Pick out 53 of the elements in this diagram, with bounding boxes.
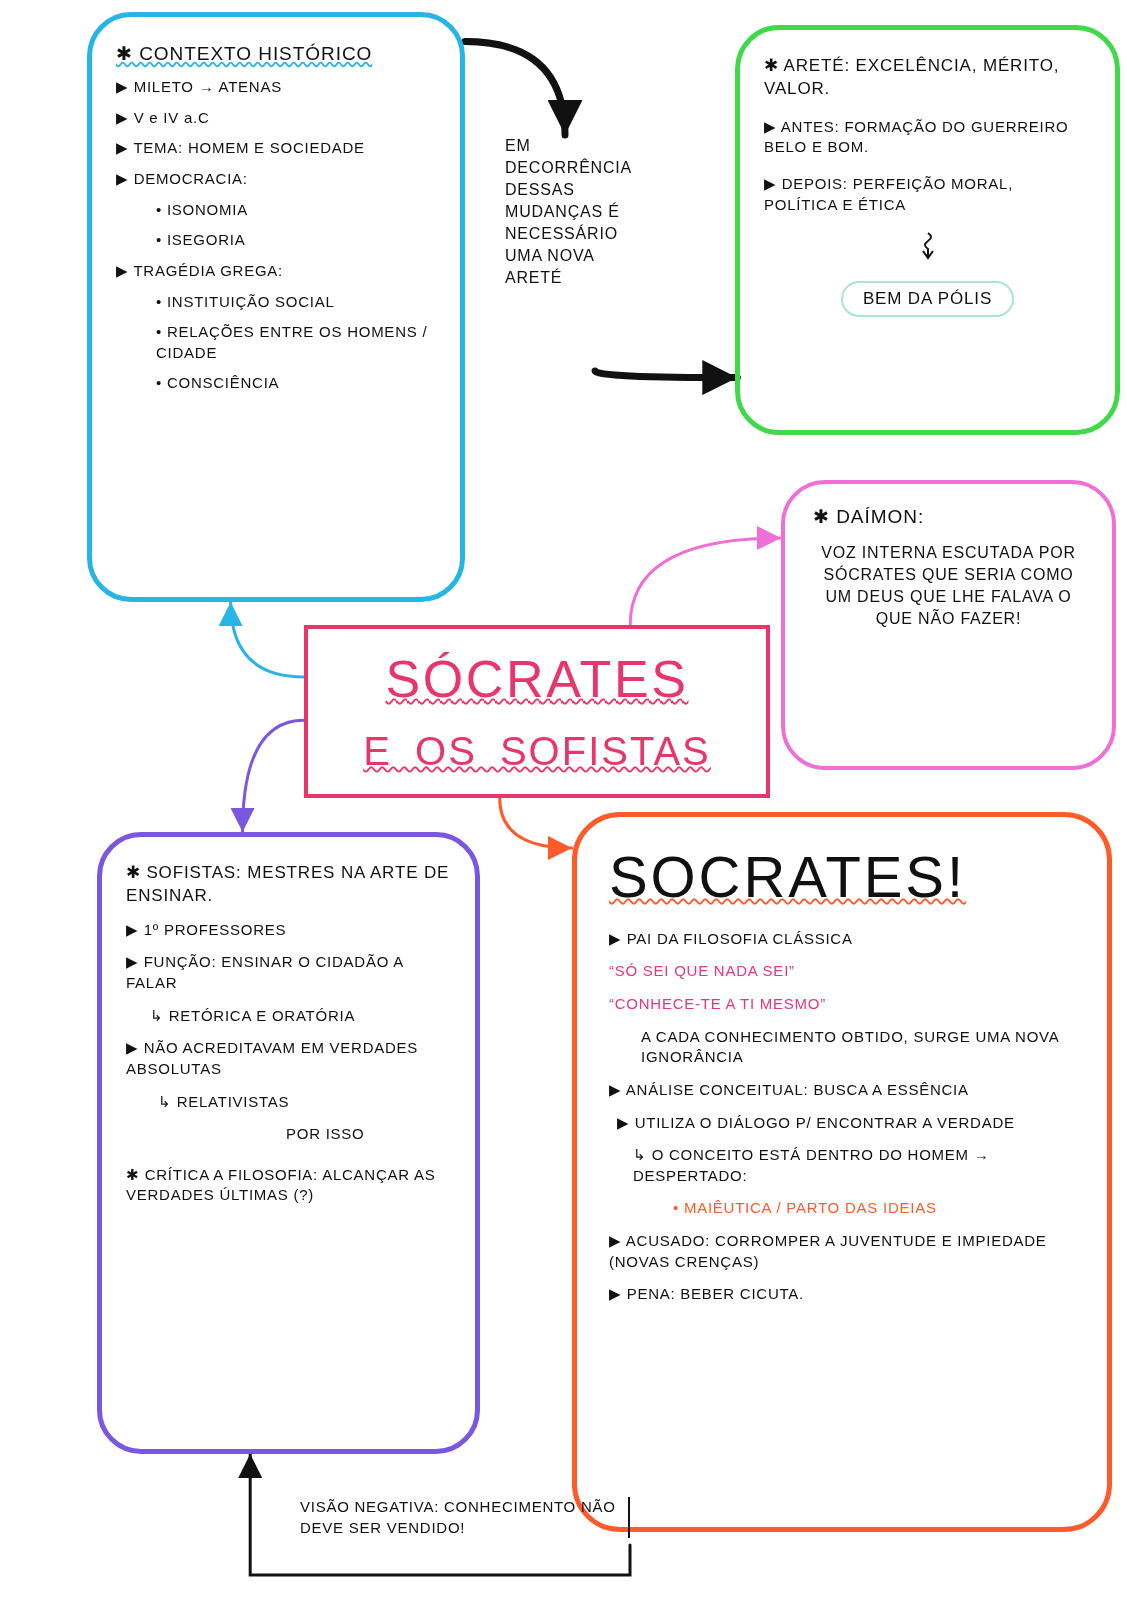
cloud-bubble bbox=[781, 480, 1116, 770]
arrow bbox=[461, 38, 581, 139]
body-text: ▶ TRAGÉDIA GREGA: bbox=[116, 260, 284, 281]
body-text: VOZ INTERNA ESCUTADA POR SÓCRATES QUE SERIA COMO UM DEUS QUE LHE FALAVA O QUE NÃO FAZER! bbox=[820, 543, 1077, 630]
body-text: ▶ NÃO ACREDITAVAM EM VERDADES ABSOLUTAS bbox=[126, 1038, 420, 1079]
body-text: E OS SOFISTAS bbox=[362, 727, 712, 775]
body-text: ▶ ACUSADO: CORROMPER A JUVENTUDE E IMPIEDADE (NOVAS CRENÇAS) bbox=[609, 1231, 1048, 1272]
cloud-bubble bbox=[87, 12, 465, 602]
heading-text: ✱ ARETÉ: EXCELÊNCIA, MÉRITO, VALOR. bbox=[764, 55, 1061, 101]
heading-text: SOCRATES! bbox=[609, 843, 967, 911]
body-text: ▶ 1º PROFESSORES bbox=[126, 919, 288, 940]
body-text: ↳ RETÓRICA E ORATÓRIA bbox=[149, 1005, 357, 1026]
cloud-bubble bbox=[735, 25, 1120, 435]
body-text: ▶ FUNÇÃO: ENSINAR O CIDADÃO A FALAR bbox=[126, 952, 405, 993]
heading-text: ✱ CONTEXTO HISTÓRICO bbox=[116, 42, 374, 66]
arrow bbox=[238, 1452, 632, 1577]
arrow bbox=[498, 796, 574, 860]
body-text: ▶ TEMA: HOMEM E SOCIEDADE bbox=[116, 138, 366, 159]
arrow bbox=[231, 718, 306, 834]
body-text: EM DECORRÊNCIA DESSAS MUDANÇAS É NECESSÁRIO UMA NOVA ARETÉ bbox=[505, 136, 633, 288]
heading-text: ✱ DAÍMON: bbox=[813, 505, 926, 529]
body-text: • INSTITUIÇÃO SOCIAL bbox=[155, 291, 336, 312]
body-text: • MAIÊUTICA / PARTO DAS IDEIAS bbox=[672, 1198, 938, 1219]
title-box bbox=[304, 625, 770, 798]
body-text: A CADA CONHECIMENTO OBTIDO, SURGE UMA NOVA IGNORÂNCIA bbox=[640, 1026, 1060, 1068]
body-text: ▶ V e IV a.C bbox=[116, 107, 211, 128]
small-cloud bbox=[840, 281, 1015, 317]
body-text: ↳ O CONCEITO ESTÁ DENTRO DO HOMEM → DESPERTADO: bbox=[632, 1145, 991, 1186]
heading-text: BEM DA PÓLIS bbox=[862, 288, 993, 311]
body-text: ▶ ANÁLISE CONCEITUAL: BUSCA A ESSÊNCIA bbox=[609, 1079, 970, 1100]
body-text: ✱ CRÍTICA A FILOSOFIA: ALCANÇAR AS VERDADES ÚLTIMAS (?) bbox=[126, 1164, 437, 1206]
body-text: “CONHECE-TE A TI MESMO” bbox=[609, 994, 827, 1014]
body-text: ▶ DEPOIS: PERFEIÇÃO MORAL, POLÍTICA E ÉTICA bbox=[764, 174, 1015, 215]
body-text: • ISEGORIA bbox=[155, 230, 247, 251]
arrow bbox=[219, 600, 306, 679]
body-text: ▶ MILETO → ATENAS bbox=[116, 77, 283, 98]
arrow bbox=[591, 360, 741, 396]
body-text: ▶ ANTES: FORMAÇÃO DO GUERREIRO BELO E BOM. bbox=[764, 116, 1070, 158]
body-text: ▶ PAI DA FILOSOFIA CLÁSSICA bbox=[609, 928, 854, 949]
heading-text: SÓCRATES bbox=[384, 649, 690, 711]
body-text: ▶ UTILIZA O DIÁLOGO P/ ENCONTRAR A VERDADE bbox=[616, 1112, 1016, 1133]
body-text: POR ISSO bbox=[285, 1124, 366, 1145]
body-text: VISÃO NEGATIVA: CONHECIMENTO NÃO DEVE SER VENDIDO! bbox=[300, 1496, 630, 1539]
body-text: ▶ PENA: BEBER CICUTA. bbox=[609, 1284, 805, 1305]
cloud-bubble bbox=[97, 832, 480, 1454]
body-text: • CONSCIÊNCIA bbox=[155, 373, 281, 394]
body-text: ▶ DEMOCRACIA: bbox=[116, 169, 249, 189]
body-text: • RELAÇÕES ENTRE OS HOMENS / CIDADE bbox=[155, 322, 429, 363]
arrow bbox=[628, 526, 783, 627]
body-text: “SÓ SEI QUE NADA SEI” bbox=[609, 961, 796, 982]
body-text: • ISONOMIA bbox=[155, 199, 249, 220]
body-text: ↳ RELATIVISTAS bbox=[157, 1091, 291, 1112]
heading-text: ✱ SOFISTAS: MESTRES NA ARTE DE ENSINAR. bbox=[126, 862, 451, 908]
